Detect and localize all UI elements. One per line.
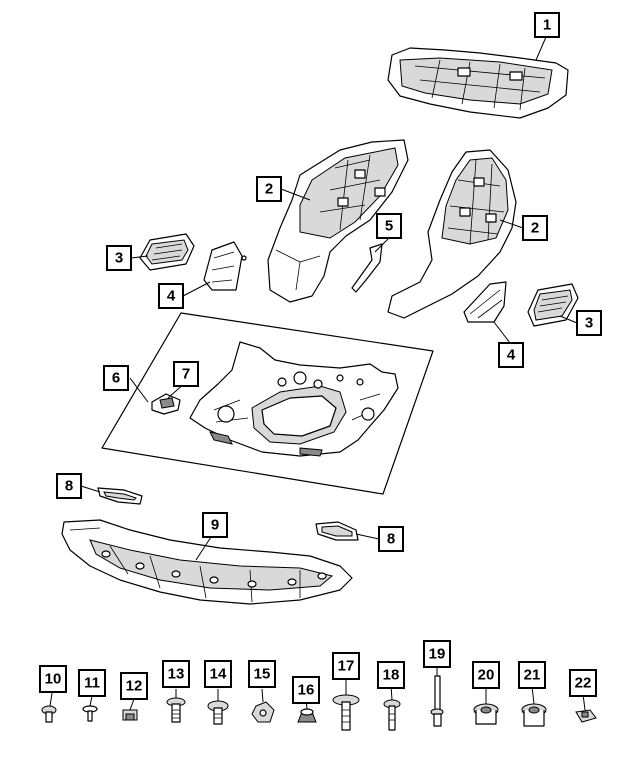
callout-3-left-label: 3 (115, 250, 123, 267)
callout-8-right: 8 (378, 526, 404, 552)
leader-lines (49, 36, 586, 711)
callout-13-label: 13 (168, 666, 185, 683)
callout-8-left-label: 8 (65, 478, 73, 495)
part-6-belly-pan (189, 341, 399, 457)
part-10-push-pin (41, 705, 57, 723)
callout-1-label: 1 (543, 17, 551, 34)
part-12-clip (122, 709, 138, 721)
part-9-front-air-dam (61, 519, 353, 605)
callout-6-label: 6 (112, 370, 120, 387)
callout-22-label: 22 (575, 675, 592, 692)
callout-13: 13 (162, 660, 190, 688)
callout-15-label: 15 (254, 666, 271, 683)
callout-20: 20 (472, 661, 500, 689)
callout-10-label: 10 (45, 671, 62, 688)
callout-4-left: 4 (158, 283, 184, 309)
callout-4-right: 4 (498, 342, 524, 368)
part-22-clip (575, 709, 597, 723)
callout-19: 19 (423, 640, 451, 668)
callout-5-label: 5 (385, 218, 393, 235)
callout-12: 12 (120, 672, 148, 700)
callout-20-label: 20 (478, 667, 495, 684)
part-2-right-side-shield (387, 149, 517, 319)
callout-16-label: 16 (298, 682, 315, 699)
callout-3-right-label: 3 (585, 315, 593, 332)
part-4-right-panel (463, 281, 507, 323)
callout-8-left: 8 (56, 473, 82, 499)
part-6-group-box (101, 312, 434, 495)
callout-12-label: 12 (126, 678, 143, 695)
callout-15: 15 (248, 660, 276, 688)
callout-11-label: 11 (84, 675, 100, 692)
part-7-bracket (151, 393, 181, 415)
callout-22: 22 (569, 669, 597, 697)
callout-18: 18 (377, 661, 405, 689)
callout-9-label: 9 (211, 517, 219, 534)
callout-16: 16 (292, 676, 320, 704)
part-16-grommet (297, 708, 317, 723)
callout-3-left: 3 (106, 245, 132, 271)
callout-18-label: 18 (383, 667, 400, 684)
part-11-rivet (82, 705, 98, 722)
callout-14: 14 (204, 660, 232, 688)
callout-7: 7 (173, 361, 199, 387)
callout-21-label: 21 (524, 667, 541, 684)
part-3-left-bracket (139, 233, 195, 271)
callout-3-right: 3 (576, 310, 602, 336)
callout-4-right-label: 4 (507, 347, 516, 364)
callout-19-label: 19 (429, 646, 446, 663)
part-15-nut (251, 701, 275, 723)
part-20-nut (473, 703, 499, 725)
callout-2-right-label: 2 (531, 220, 539, 237)
part-18-screw (383, 699, 401, 731)
callout-17-label: 17 (338, 658, 355, 675)
callout-1: 1 (534, 12, 560, 38)
callout-8-right-label: 8 (387, 531, 395, 548)
callout-14-label: 14 (210, 666, 227, 683)
part-21-nut (521, 703, 547, 727)
callout-11: 11 (78, 669, 106, 697)
part-19-pin (430, 675, 444, 727)
callout-17: 17 (332, 652, 360, 680)
callout-4-left-label: 4 (167, 288, 176, 305)
part-13-bolt (166, 697, 186, 723)
callout-10: 10 (39, 665, 67, 693)
callout-2-left: 2 (256, 176, 282, 202)
part-5-seal-strip (351, 243, 383, 293)
part-2-left-side-shield (267, 139, 409, 303)
callout-21: 21 (518, 661, 546, 689)
part-14-bolt (207, 700, 229, 725)
callout-6: 6 (103, 365, 129, 391)
callout-2-left-label: 2 (265, 181, 273, 198)
callout-5: 5 (376, 213, 402, 239)
part-8-left-deflector (97, 487, 143, 505)
part-8-right-deflector (315, 521, 359, 541)
part-3-right-bracket (527, 283, 579, 327)
callout-7-label: 7 (182, 366, 190, 383)
part-17-screw (332, 694, 360, 731)
part-4-left-panel (203, 241, 247, 291)
callout-9: 9 (202, 512, 228, 538)
callout-2-right: 2 (522, 215, 548, 241)
part-1-rear-shield (387, 47, 569, 119)
